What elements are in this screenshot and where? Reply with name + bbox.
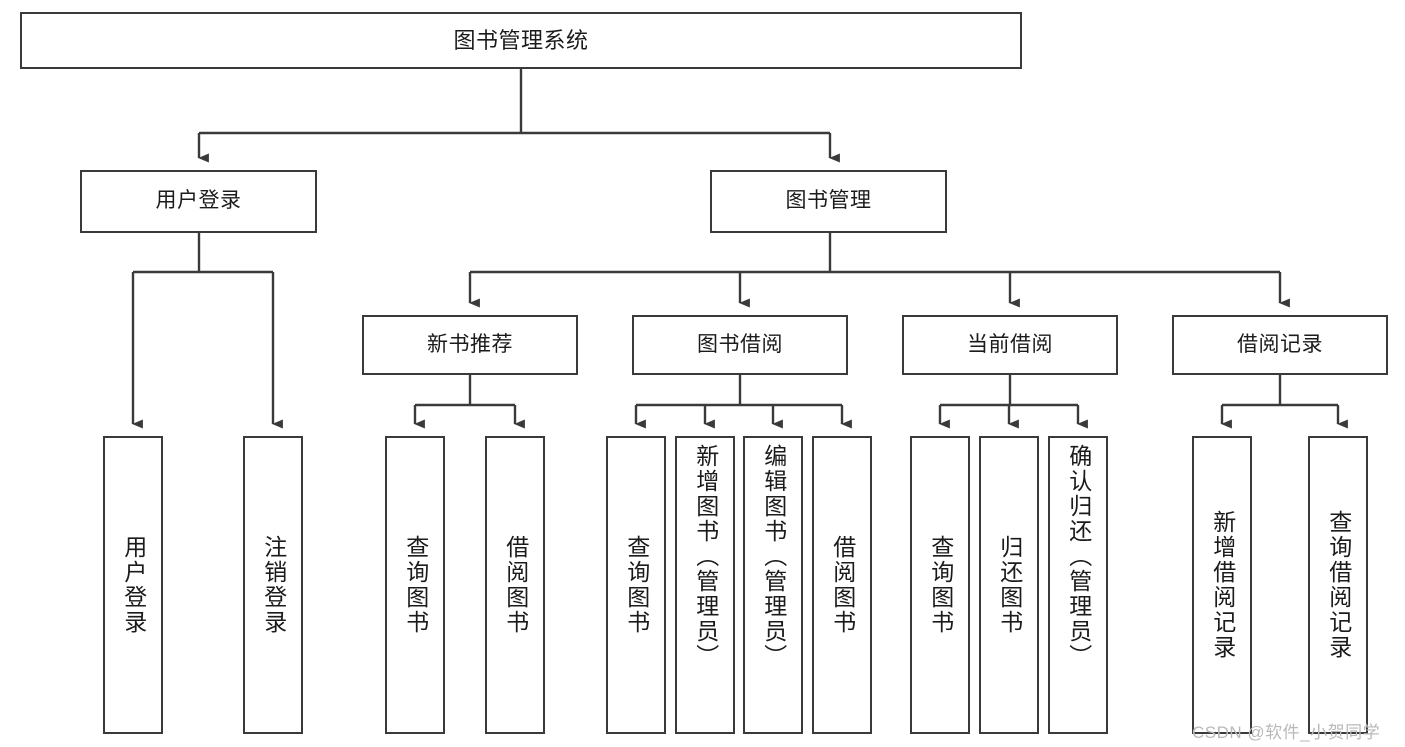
leaf-logout-login-label: 注销登录 — [260, 535, 287, 635]
csdn-watermark: CSDN @软件_小贺同学 — [1192, 723, 1381, 742]
leaf-edit-book[interactable]: 编辑图书（管理员） — [743, 436, 803, 734]
leaf-query-book-3[interactable]: 查询图书 — [910, 436, 970, 734]
leaf-query-book-3-label: 查询图书 — [927, 535, 954, 635]
node-current-borrow-label: 当前借阅 — [967, 332, 1053, 356]
node-book-management[interactable]: 图书管理 — [710, 170, 947, 233]
leaf-user-login[interactable]: 用户登录 — [103, 436, 163, 734]
node-current-borrow[interactable]: 当前借阅 — [902, 315, 1118, 375]
node-book-borrow[interactable]: 图书借阅 — [632, 315, 848, 375]
node-new-book-recommend-label: 新书推荐 — [427, 332, 513, 356]
leaf-query-book-1-label: 查询图书 — [402, 535, 429, 635]
leaf-borrow-book-2[interactable]: 借阅图书 — [812, 436, 872, 734]
leaf-user-login-label: 用户登录 — [120, 535, 147, 635]
node-user-login[interactable]: 用户登录 — [80, 170, 317, 233]
node-borrow-record[interactable]: 借阅记录 — [1172, 315, 1388, 375]
leaf-logout-login[interactable]: 注销登录 — [243, 436, 303, 734]
leaf-add-book[interactable]: 新增图书（管理员） — [675, 436, 735, 734]
node-book-borrow-label: 图书借阅 — [697, 332, 783, 356]
node-borrow-record-label: 借阅记录 — [1237, 332, 1323, 356]
leaf-edit-book-label: 编辑图书（管理员） — [760, 444, 787, 669]
leaf-add-book-label: 新增图书（管理员） — [692, 444, 719, 669]
leaf-add-record[interactable]: 新增借阅记录 — [1192, 436, 1252, 734]
leaf-query-record-label: 查询借阅记录 — [1325, 510, 1352, 660]
leaf-borrow-book-2-label: 借阅图书 — [829, 535, 856, 635]
node-book-management-label: 图书管理 — [785, 189, 872, 213]
leaf-query-book-1[interactable]: 查询图书 — [385, 436, 445, 734]
leaf-query-record[interactable]: 查询借阅记录 — [1308, 436, 1368, 734]
leaf-add-record-label: 新增借阅记录 — [1209, 510, 1236, 660]
leaf-confirm-return-label: 确认归还（管理员） — [1065, 444, 1092, 669]
leaf-query-book-2-label: 查询图书 — [623, 535, 650, 635]
leaf-query-book-2[interactable]: 查询图书 — [606, 436, 666, 734]
leaf-confirm-return[interactable]: 确认归还（管理员） — [1048, 436, 1108, 734]
node-new-book-recommend[interactable]: 新书推荐 — [362, 315, 578, 375]
leaf-borrow-book-1-label: 借阅图书 — [502, 535, 529, 635]
node-user-login-label: 用户登录 — [155, 189, 242, 213]
leaf-return-book[interactable]: 归还图书 — [979, 436, 1039, 734]
node-root-label: 图书管理系统 — [453, 27, 589, 53]
leaf-borrow-book-1[interactable]: 借阅图书 — [485, 436, 545, 734]
node-root[interactable]: 图书管理系统 — [20, 12, 1022, 69]
leaf-return-book-label: 归还图书 — [996, 535, 1023, 635]
